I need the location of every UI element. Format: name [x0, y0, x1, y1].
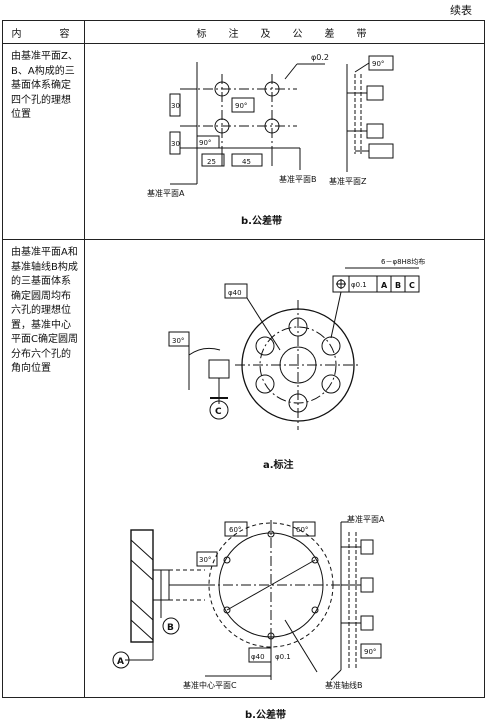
dim-25: 25: [207, 158, 216, 166]
note-six-holes: 6－φ8H8均布: [381, 257, 425, 266]
diameter-40-b: φ40: [251, 653, 265, 661]
fcf-tolerance: φ0.1: [351, 281, 367, 289]
datum-plane-z-label: 基准平面Z: [329, 176, 367, 186]
dim-30-a: 30: [171, 102, 180, 110]
row2-caption-b: b.公差带: [245, 710, 286, 721]
row1-figure: φ0.2 30 30 25 45 90° 90° 90° 基准平面A 基准平面B…: [84, 43, 485, 240]
datum-a-circle-label: A: [117, 657, 124, 667]
datum-plane-b-label: 基准平面B: [279, 174, 317, 184]
diameter-40-a: φ40: [228, 289, 242, 297]
datum-plane-a-b-label: 基准平面A: [347, 514, 385, 524]
row2-description: 由基准平面A和基准轴线B构成的三基面体系确定圆周均布六孔的理想位置，基准中心平面…: [2, 239, 85, 698]
row1-caption: b.公差带: [241, 216, 282, 227]
dim-30-b: 30: [171, 140, 180, 148]
angle-60-a: 60°: [229, 526, 241, 534]
fcf-datum-c: C: [409, 281, 415, 290]
angle-90-d: 90°: [364, 648, 376, 656]
continued-label: 续表: [450, 4, 472, 17]
angle-30-b: 30°: [199, 556, 211, 564]
table-header-row: 内 容 标 注 及 公 差 带: [2, 20, 485, 44]
page: 续表 内 容 标 注 及 公 差 带 由基准平面Z、B、A构成的三基面体系确定四…: [2, 4, 485, 721]
angle-90-b: 90°: [199, 139, 211, 147]
fcf-datum-a: A: [381, 281, 388, 290]
col-content-header: 内 容: [2, 20, 85, 44]
datum-center-plane-label: 基准中心平面C: [183, 680, 237, 690]
datum-b-circle-label: B: [167, 623, 174, 633]
row1-description: 由基准平面Z、B、A构成的三基面体系确定四个孔的理想位置: [2, 43, 85, 240]
table-row: 由基准平面A和基准轴线B构成的三基面体系确定圆周均布六孔的理想位置，基准中心平面…: [2, 239, 485, 721]
four-hole-tolerance-diagram: φ0.2 30 30 25 45 90° 90° 90° 基准平面A 基准平面B…: [147, 53, 394, 198]
datum-axis-label: 基准轴线B: [325, 680, 363, 690]
angle-90-c: 90°: [372, 60, 384, 68]
angle-90-a: 90°: [235, 102, 247, 110]
six-hole-diagrams: 6－φ8H8均布 φ0.1 A B C φ40 30° C: [112, 257, 425, 690]
row2-figure: 6－φ8H8均布 φ0.1 A B C φ40 30° C: [84, 239, 485, 721]
dim-45: 45: [242, 158, 251, 166]
tolerance-value: φ0.2: [311, 53, 329, 62]
row2-caption-a: a.标注: [263, 460, 294, 471]
col-annotation-header: 标 注 及 公 差 带: [84, 20, 485, 44]
position-tolerance-b: φ0.1: [275, 653, 291, 661]
datum-plane-a-label: 基准平面A: [147, 188, 185, 198]
standards-table: 内 容 标 注 及 公 差 带 由基准平面Z、B、A构成的三基面体系确定四个孔的…: [2, 20, 485, 721]
datum-c-label: C: [215, 407, 222, 417]
table-row: 由基准平面Z、B、A构成的三基面体系确定四个孔的理想位置: [2, 43, 485, 240]
angle-60-b: 60°: [296, 526, 308, 534]
fcf-datum-b: B: [395, 281, 401, 290]
angle-30-a: 30°: [172, 337, 184, 345]
